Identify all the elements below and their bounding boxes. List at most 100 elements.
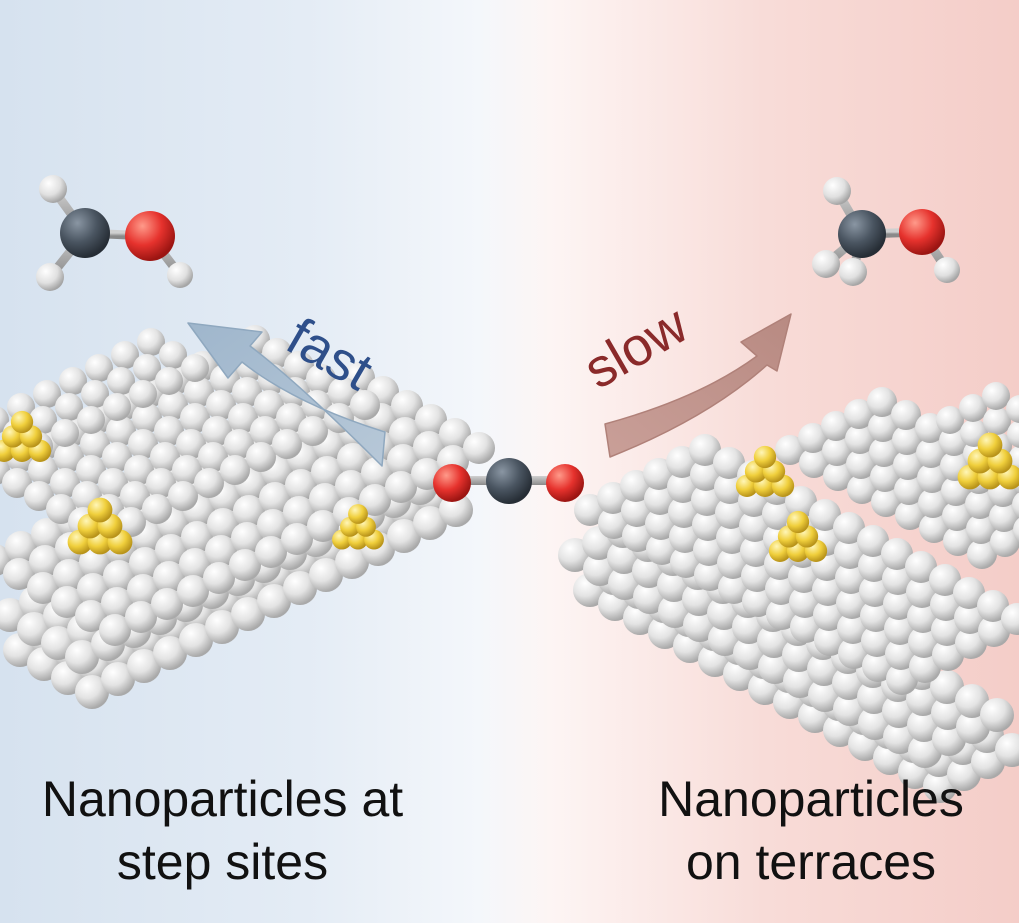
- substrate-atom: [77, 573, 109, 605]
- substrate-atom: [81, 380, 109, 408]
- substrate-atom: [387, 444, 419, 476]
- substrate-atom: [128, 429, 158, 459]
- substrate-atom: [75, 600, 107, 632]
- substrate-atom: [250, 416, 280, 446]
- substrate-atom: [713, 447, 745, 479]
- substrate-atom: [181, 521, 213, 553]
- substrate-atom: [980, 698, 1014, 732]
- co2-molecule: [433, 458, 584, 504]
- substrate-atom: [103, 393, 131, 421]
- substrate-atom: [847, 474, 877, 504]
- substrate-atom: [127, 574, 159, 606]
- nanoparticle-atom: [348, 504, 368, 524]
- substrate-atom: [27, 572, 59, 604]
- substrate-atom: [916, 438, 946, 468]
- substrate-atom: [983, 407, 1011, 435]
- substrate-atom: [181, 354, 209, 382]
- substrate-atom: [159, 341, 187, 369]
- substrate-atom: [177, 575, 209, 607]
- substrate-atom: [31, 518, 63, 550]
- substrate-atom: [285, 469, 317, 501]
- substrate-atom: [868, 412, 898, 442]
- substrate-atom: [257, 509, 289, 541]
- substrate-atom: [276, 403, 306, 433]
- substrate-atom: [385, 471, 417, 503]
- substrate-atom: [891, 400, 921, 430]
- substrate-atom: [918, 488, 948, 518]
- substrate-atom: [337, 443, 369, 475]
- substrate-atom: [150, 442, 180, 472]
- substrate-atom: [415, 404, 447, 436]
- substrate-atom: [284, 351, 314, 381]
- substrate-atom: [892, 425, 922, 455]
- substrate-atom: [894, 475, 924, 505]
- substrate-atom: [65, 640, 99, 674]
- substrate-atom: [689, 434, 721, 466]
- substrate-atom: [1001, 603, 1019, 635]
- substrate-atom: [943, 526, 973, 556]
- substrate-atom: [85, 354, 113, 382]
- substrate-atom: [809, 499, 841, 531]
- substrate-atom: [823, 461, 853, 491]
- substrate-atom: [262, 338, 292, 368]
- substrate-atom: [309, 558, 343, 592]
- substrate-atom: [206, 390, 236, 420]
- substrate-atom: [361, 457, 393, 489]
- substrate-atom: [220, 455, 250, 485]
- substrate-atom: [953, 577, 985, 609]
- substrate-atom: [844, 399, 874, 429]
- substrate-atom: [867, 387, 897, 417]
- substrate-atom: [272, 429, 302, 459]
- substrate-atom: [463, 432, 495, 464]
- caption-terraces-line1: Nanoparticles: [658, 771, 964, 827]
- substrate-atom: [283, 496, 315, 528]
- substrate-atom: [936, 406, 964, 434]
- substrate-atom: [942, 501, 972, 531]
- substrate-atom: [821, 411, 851, 441]
- substrate-atom: [281, 523, 313, 555]
- substrate-slab-terraces: [558, 382, 1019, 803]
- substrate-atom: [137, 328, 165, 356]
- substrate-atom: [194, 468, 224, 498]
- substrate-atom: [965, 489, 995, 519]
- substrate-atom: [2, 468, 32, 498]
- substrate-atom: [224, 429, 254, 459]
- substrate-atom: [869, 437, 899, 467]
- substrate-atom: [46, 494, 76, 524]
- substrate-atom: [101, 587, 133, 619]
- substrate-atom: [990, 527, 1019, 557]
- slow-label: slow: [574, 294, 698, 400]
- substrate-atom: [895, 500, 925, 530]
- substrate-atom: [102, 442, 132, 472]
- substrate-atom: [50, 468, 80, 498]
- substrate-atom: [229, 549, 261, 581]
- substrate-atom: [29, 545, 61, 577]
- substrate-atom: [233, 495, 265, 527]
- substrate-atom: [283, 571, 317, 605]
- substrate-atom: [53, 559, 85, 591]
- nanoparticle-atom: [786, 510, 810, 534]
- substrate-atom: [5, 531, 37, 563]
- substrate-atom: [116, 507, 146, 537]
- substrate-atom: [857, 525, 889, 557]
- nanoparticle-atom: [87, 497, 113, 523]
- substrate-atom: [995, 733, 1019, 767]
- substrate-atom: [391, 390, 423, 422]
- substrate-atom: [107, 367, 135, 395]
- substrate-atom: [75, 675, 109, 709]
- substrate-atom: [33, 380, 61, 408]
- caption-step-sites: Nanoparticles at step sites: [0, 768, 445, 894]
- substrate-atom: [120, 481, 150, 511]
- nanoparticle-clusters: [0, 410, 1019, 562]
- substrate-atom: [929, 564, 961, 596]
- substrate-atom: [893, 450, 923, 480]
- substrate-atom: [350, 390, 380, 420]
- substrate-atom: [259, 482, 291, 514]
- caption-step-sites-line2: step sites: [116, 834, 329, 890]
- slow-arrow: [604, 313, 792, 458]
- substrate-atom: [255, 536, 287, 568]
- substrate-atom: [955, 684, 989, 718]
- substrate-atom: [335, 470, 367, 502]
- substrate-atom: [154, 416, 184, 446]
